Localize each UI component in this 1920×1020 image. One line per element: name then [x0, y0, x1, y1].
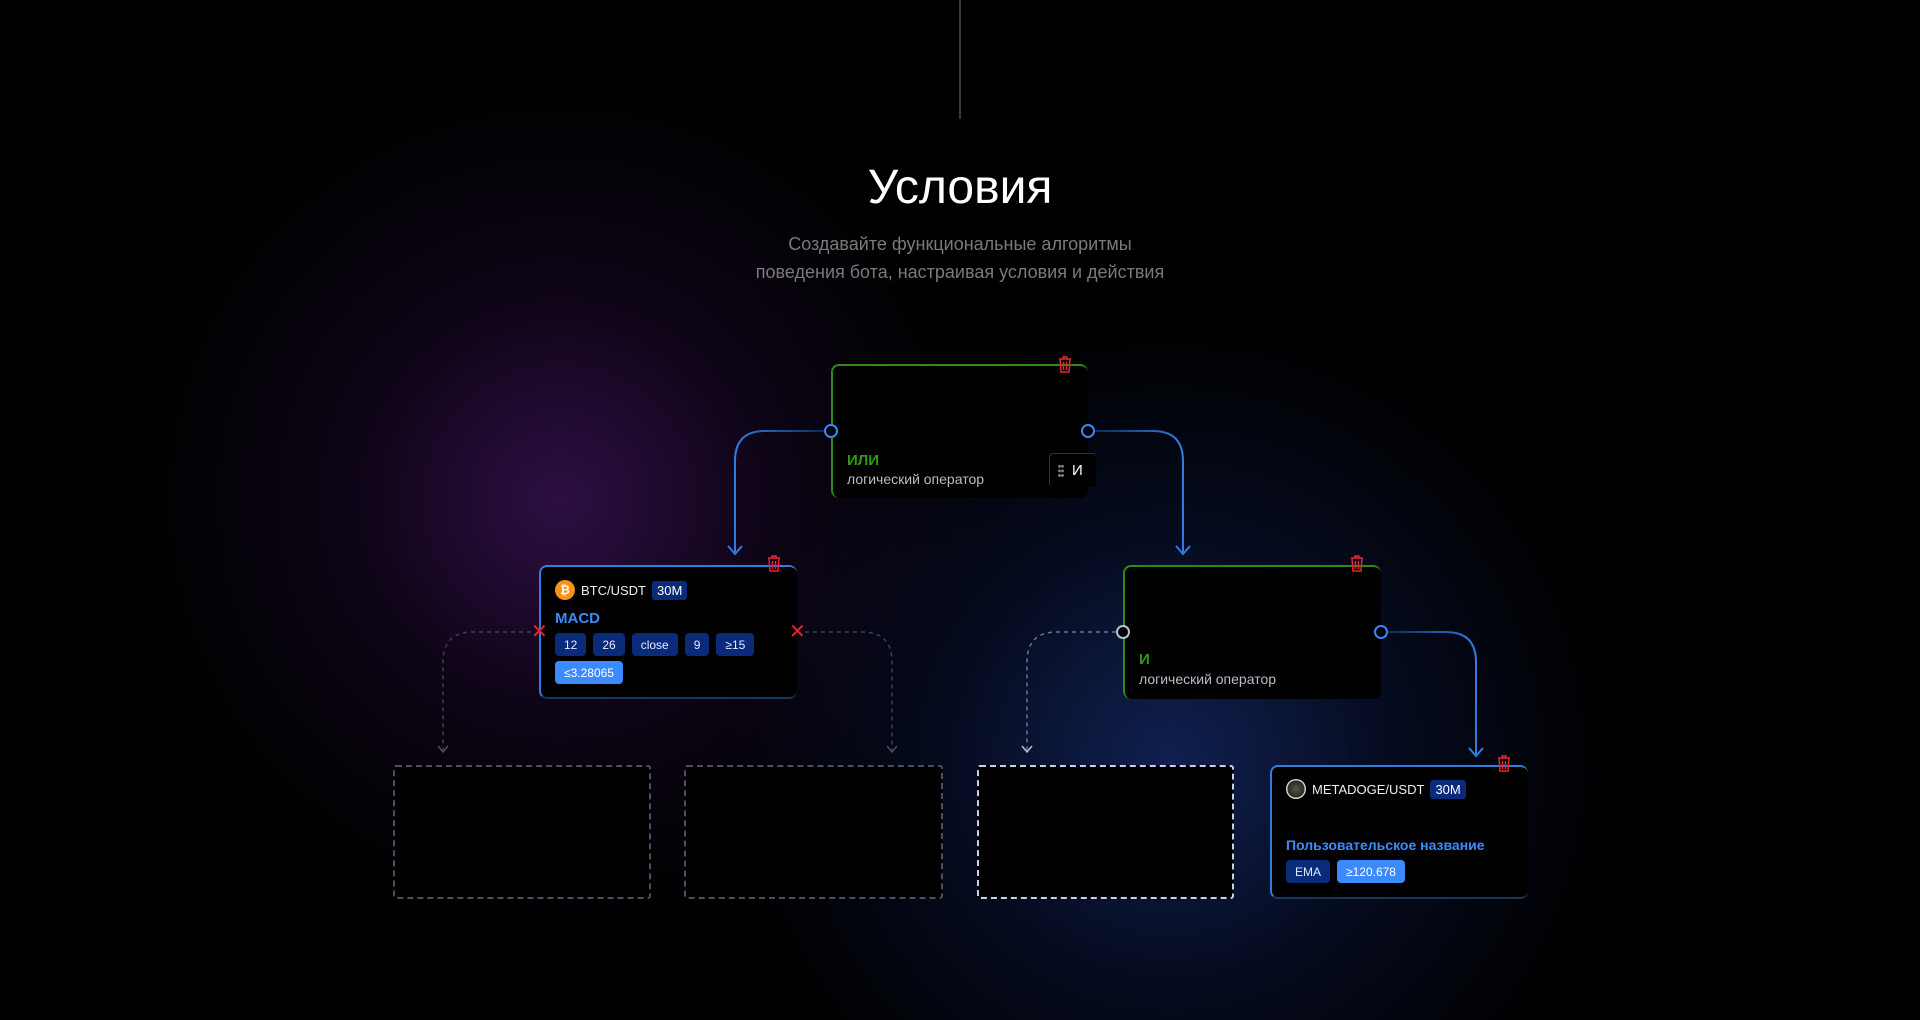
page-subtitle: Создавайте функциональные алгоритмы пове…	[0, 230, 1920, 286]
bitcoin-icon: ₿	[555, 580, 575, 600]
param-chips: EMA ≥120.678	[1286, 860, 1405, 883]
connector-and-right	[1388, 631, 1477, 754]
empty-slot-active[interactable]	[977, 765, 1234, 899]
delete-icon[interactable]	[1349, 554, 1365, 572]
arrow-icon	[727, 545, 743, 556]
param-chip[interactable]: close	[631, 633, 678, 656]
param-chip[interactable]: EMA	[1286, 860, 1331, 883]
pair-name: BTC/USDT	[581, 582, 646, 598]
param-chip[interactable]: 9	[684, 633, 710, 656]
param-chip[interactable]: 26	[593, 633, 625, 656]
connector-or-left	[734, 430, 824, 552]
metadoge-icon	[1286, 779, 1306, 799]
timeframe-badge[interactable]: 30M	[1430, 779, 1466, 799]
chip-label: И	[1072, 462, 1083, 479]
or-right-port[interactable]	[1081, 424, 1095, 438]
connector-btc-right	[805, 631, 893, 752]
connector-and-left	[1026, 631, 1116, 752]
delete-icon[interactable]	[766, 554, 782, 572]
operator-name: И	[1139, 651, 1150, 668]
btc-condition-node[interactable]: ₿ BTC/USDT 30M MACD 12 26 close 9 ≥15 ≤3…	[539, 565, 797, 699]
arrow-icon	[1175, 545, 1191, 556]
or-left-port[interactable]	[824, 424, 838, 438]
metadoge-condition-node[interactable]: METADOGE/USDT 30M Пользовательское назва…	[1270, 765, 1528, 899]
divider-line	[959, 0, 961, 119]
or-operator-node[interactable]: ИЛИ логический оператор	[831, 364, 1088, 498]
condition-chip[interactable]: ≤3.28065	[555, 661, 623, 684]
operator-description: логический оператор	[1139, 671, 1277, 687]
subtitle-line: поведения бота, настраивая условия и дей…	[755, 262, 1165, 282]
param-chip[interactable]: 12	[555, 633, 587, 656]
delete-icon[interactable]	[1057, 355, 1073, 373]
condition-chip[interactable]: ≥120.678	[1337, 860, 1405, 883]
condition-row: ≤3.28065	[555, 661, 623, 684]
indicator-name: MACD	[555, 610, 600, 627]
connector-or-right	[1095, 430, 1184, 552]
page-title: Условия	[867, 161, 1053, 214]
and-right-port[interactable]	[1374, 625, 1388, 639]
close-icon[interactable]: ✕	[789, 621, 806, 643]
param-chip[interactable]: ≥15	[716, 633, 755, 656]
and-operator-node[interactable]: И логический оператор	[1123, 565, 1381, 699]
drag-and-operator-chip[interactable]: И	[1049, 453, 1096, 487]
pair-header: ₿ BTC/USDT 30M	[555, 580, 688, 600]
subtitle-line: Создавайте функциональные алгоритмы	[788, 234, 1132, 254]
arrow-icon	[1468, 747, 1484, 758]
connector-btc-left	[442, 631, 531, 752]
indicator-name: Пользовательское название	[1286, 837, 1485, 853]
and-left-port[interactable]	[1116, 625, 1130, 639]
pair-name: METADOGE/USDT	[1312, 781, 1425, 797]
pair-header: METADOGE/USDT 30M	[1286, 779, 1466, 799]
timeframe-badge[interactable]: 30M	[652, 580, 688, 600]
delete-icon[interactable]	[1496, 754, 1512, 772]
param-chips: 12 26 close 9 ≥15	[555, 633, 755, 656]
drag-handle-icon	[1058, 463, 1064, 478]
operator-description: логический оператор	[847, 471, 985, 487]
empty-slot[interactable]	[393, 765, 651, 899]
empty-slot[interactable]	[684, 765, 943, 899]
operator-name: ИЛИ	[847, 452, 880, 469]
close-icon[interactable]: ✕	[531, 621, 548, 643]
